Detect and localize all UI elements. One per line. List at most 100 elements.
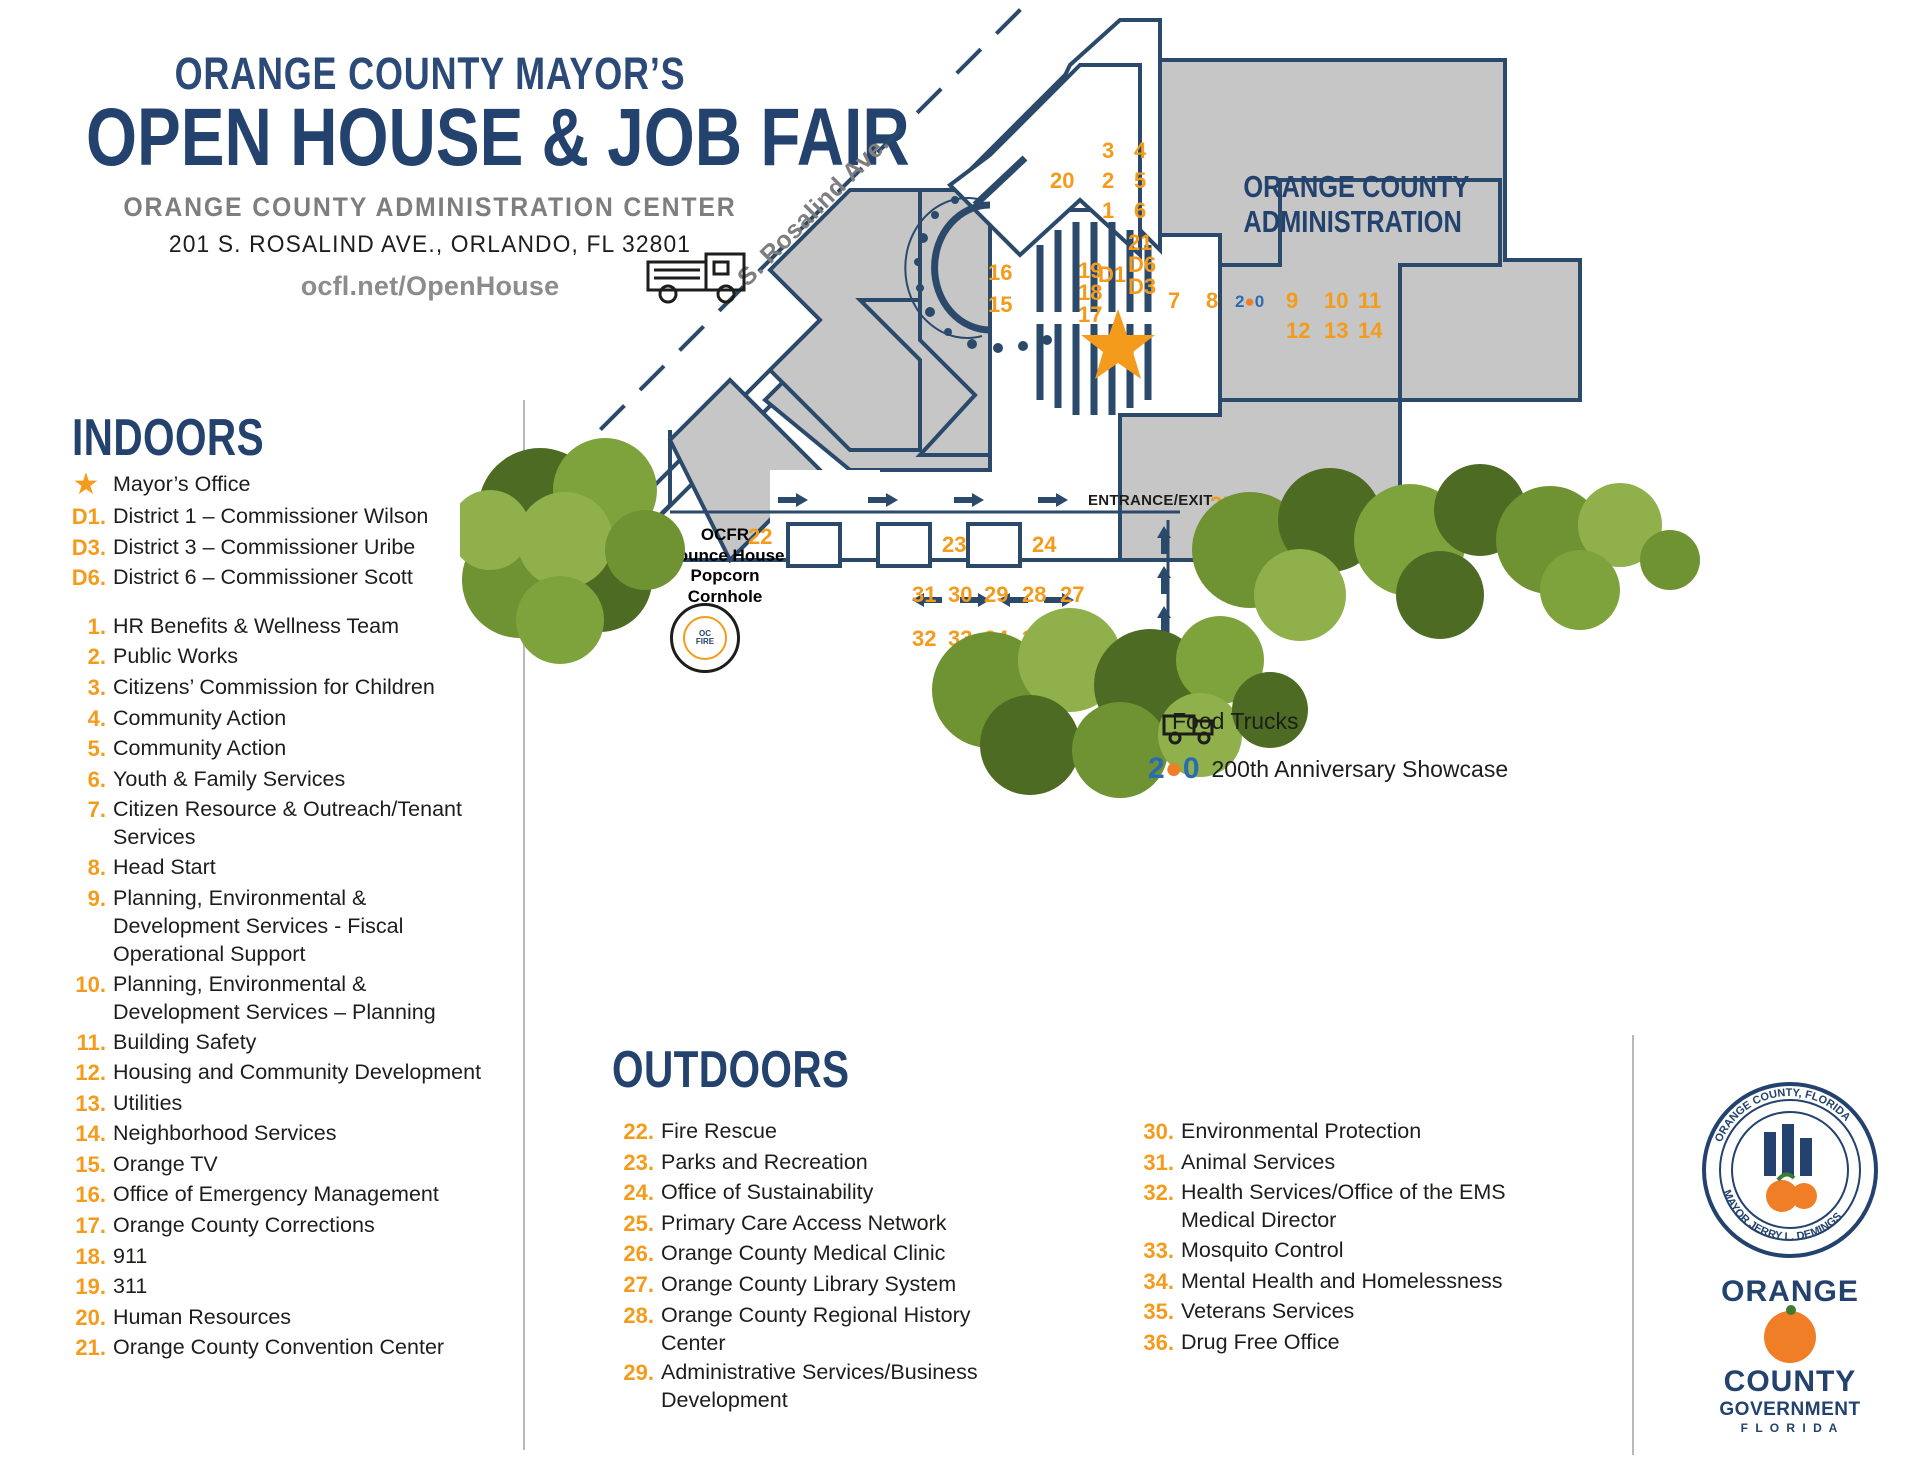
legend-item-1[interactable]: 1.HR Benefits & Wellness Team [66, 613, 496, 642]
page-title: OPEN HOUSE & JOB FAIR [86, 92, 910, 183]
legend-item-22[interactable]: 22.Fire Rescue [608, 1118, 1038, 1147]
outdoors-heading: OUTDOORS [612, 1041, 850, 1099]
map-booth-21[interactable]: 21 [1128, 230, 1153, 255]
legend-item-35[interactable]: 35.Veterans Services [1128, 1298, 1558, 1327]
legend-item-18[interactable]: 18.911 [66, 1243, 496, 1272]
map-booth-11[interactable]: 11 [1358, 288, 1382, 313]
legend-label: Citizen Resource & Outreach/Tenant Servi… [113, 797, 462, 850]
logo-line-4: F L O R I D A [1740, 1421, 1840, 1435]
tree-cluster-left [460, 438, 685, 664]
map-booth-3[interactable]: 3 [1102, 138, 1115, 163]
legend-number: 11. [76, 1029, 106, 1055]
legend-item-3[interactable]: 3.Citizens’ Commission for Children [66, 674, 496, 703]
map-booth-19[interactable]: 19 [1078, 258, 1103, 283]
entrance-exit-label: ENTRANCE/EXIT [1088, 492, 1213, 509]
legend-item-11[interactable]: 11.Building Safety [66, 1029, 496, 1058]
map-booth-32[interactable]: 32 [912, 626, 937, 651]
header-url[interactable]: ocfl.net/OpenHouse [300, 270, 560, 301]
legend-number: 28. [623, 1302, 654, 1328]
legend-number: 26. [623, 1241, 654, 1267]
legend-number: D3. [71, 534, 106, 560]
legend-item-16[interactable]: 16.Office of Emergency Management [66, 1181, 496, 1210]
legend-item-2[interactable]: 2.Public Works [66, 643, 496, 672]
legend-item-6[interactable]: 6.Youth & Family Services [66, 766, 496, 795]
map-booth-6[interactable]: 6 [1134, 198, 1147, 223]
map-booth-13[interactable]: 13 [1324, 318, 1349, 343]
legend-item-19[interactable]: 19.311 [66, 1273, 496, 1302]
legend-item-33[interactable]: 33.Mosquito Control [1128, 1237, 1558, 1266]
map-booth-31[interactable]: 31 [912, 582, 937, 607]
map-booth-24[interactable]: 24 [1032, 532, 1057, 557]
map-booth-10[interactable]: 10 [1324, 288, 1349, 313]
food-truck-icon [1162, 714, 1214, 745]
legend-number: D1. [71, 504, 106, 529]
map-booth-8[interactable]: 8 [1206, 288, 1219, 313]
map-booth-23[interactable]: 23 [942, 532, 967, 557]
map-booth-17[interactable]: 17 [1078, 302, 1103, 327]
legend-item-32[interactable]: 32.Health Services/Office of the EMS Med… [1128, 1179, 1558, 1235]
legend-label: Utilities [113, 1090, 183, 1115]
legend-label: Planning, Environmental & Development Se… [113, 885, 404, 966]
legend-item-13[interactable]: 13.Utilities [66, 1090, 496, 1119]
map-booth-D1[interactable]: D1 [1098, 262, 1127, 287]
legend-item-d1[interactable]: D1. District 1 – Commissioner Wilson [66, 503, 496, 532]
map-booth-30[interactable]: 30 [948, 582, 973, 607]
map-booth-D3[interactable]: D3 [1128, 274, 1157, 299]
legend-spacer [66, 595, 496, 613]
legend-item-26[interactable]: 26. Orange County Medical Clinic [608, 1240, 1038, 1269]
legend-number: 24. [623, 1180, 654, 1206]
map-booth-16[interactable]: 16 [988, 260, 1013, 285]
map-booth-2[interactable]: 2 [1102, 168, 1115, 193]
legend-item-4[interactable]: 4.Community Action [66, 705, 496, 734]
legend-item-10[interactable]: 10.Planning, Environmental & Development… [66, 971, 496, 1027]
map-booth-1[interactable]: 1 [1102, 198, 1115, 223]
map-booth-20[interactable]: 20 [1050, 168, 1075, 193]
legend-label: District 1 – Commissioner Wilson [113, 504, 429, 528]
legend-item-d3[interactable]: D3. District 3 – Commissioner Uribe [66, 534, 496, 563]
legend-item-24[interactable]: 24.Office of Sustainability [608, 1179, 1038, 1208]
legend-item-25[interactable]: 25.Primary Care Access Network [608, 1210, 1038, 1239]
legend-item-12[interactable]: 12.Housing and Community Development [66, 1059, 496, 1088]
legend-item-21[interactable]: 21.Orange County Convention Center [66, 1334, 496, 1363]
legend-number: 10. [75, 971, 106, 997]
legend-item-31[interactable]: 31.Animal Services [1128, 1149, 1558, 1178]
map-booth-12[interactable]: 12 [1286, 318, 1311, 343]
legend-item-34[interactable]: 34.Mental Health and Homelessness [1128, 1268, 1558, 1297]
map-booth-28[interactable]: 28 [1022, 582, 1047, 607]
legend-label: Orange County Medical Clinic [661, 1241, 946, 1266]
map-booth-15[interactable]: 15 [988, 292, 1013, 317]
legend-item-27[interactable]: 27.Orange County Library System [608, 1271, 1038, 1300]
map-booth-9[interactable]: 9 [1286, 288, 1299, 313]
legend-item-d6[interactable]: D6. District 6 – Commissioner Scott [66, 564, 496, 593]
logo-line-3: GOVERNMENT [1719, 1399, 1861, 1420]
legend-item-36[interactable]: 36.Drug Free Office [1128, 1329, 1558, 1358]
map-booth-D6[interactable]: D6 [1128, 252, 1157, 277]
map-booth-7[interactable]: 7 [1168, 288, 1181, 313]
legend-item-mayors-office[interactable]: ★ Mayor’s Office [66, 470, 496, 500]
legend-number: 20. [75, 1304, 106, 1330]
map-booth-27[interactable]: 27 [1060, 582, 1085, 607]
legend-item-9[interactable]: 9.Planning, Environmental & Development … [66, 885, 496, 969]
legend-item-30[interactable]: 30.Environmental Protection [1128, 1118, 1558, 1147]
map-booth-5[interactable]: 5 [1134, 168, 1147, 193]
map-booth-18[interactable]: 18 [1078, 280, 1103, 305]
legend-item-8[interactable]: 8.Head Start [66, 854, 496, 883]
legend-label: Orange County Library System [661, 1271, 957, 1296]
legend-item-29[interactable]: 29.Administrative Services/Business Deve… [608, 1359, 1038, 1415]
site-map[interactable]: ORANGE COUNTY ADMINISTRATION S. Rosalind… [460, 0, 1920, 900]
map-booth-14[interactable]: 14 [1358, 318, 1383, 343]
map-booth-29[interactable]: 29 [984, 582, 1009, 607]
map-booth-4[interactable]: 4 [1134, 138, 1147, 163]
logo-line-1: ORANGE [1721, 1275, 1859, 1308]
legend-item-14[interactable]: 14.Neighborhood Services [66, 1120, 496, 1149]
legend-item-7[interactable]: 7.Citizen Resource & Outreach/Tenant Ser… [66, 796, 496, 852]
legend-item-20[interactable]: 20.Human Resources [66, 1304, 496, 1333]
legend-label: Mosquito Control [1181, 1238, 1344, 1263]
legend-item-15[interactable]: 15.Orange TV [66, 1151, 496, 1180]
legend-item-5[interactable]: 5.Community Action [66, 735, 496, 764]
legend-item-23[interactable]: 23.Parks and Recreation [608, 1149, 1038, 1178]
legend-item-17[interactable]: 17.Orange County Corrections [66, 1212, 496, 1241]
legend-item-28[interactable]: 28.Orange County Regional History Center [608, 1302, 1038, 1358]
